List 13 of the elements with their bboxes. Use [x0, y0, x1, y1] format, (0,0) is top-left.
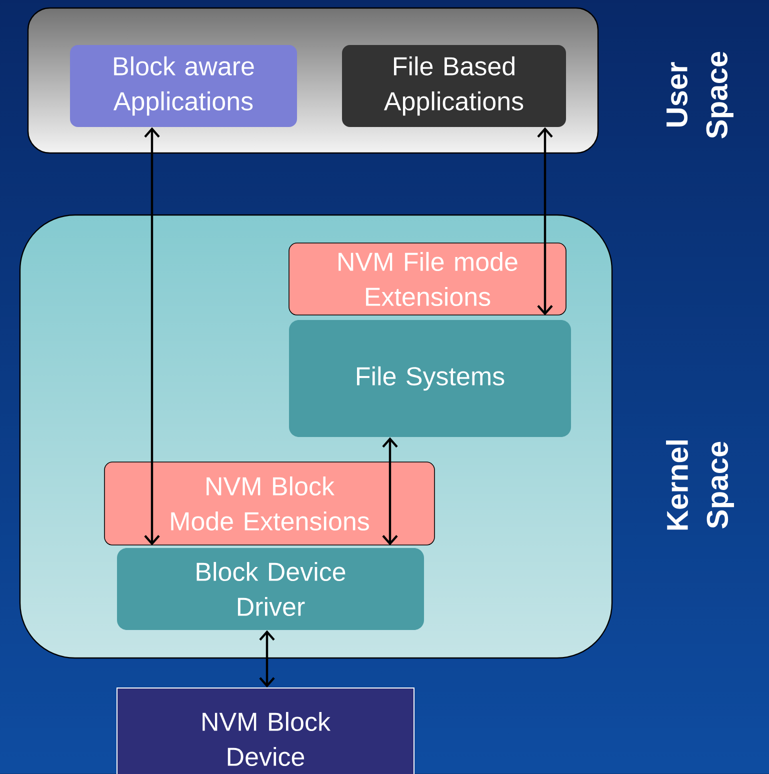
double-arrow: [144, 127, 160, 546]
process-box: File Systems: [289, 320, 571, 437]
process-box: File Based Applications: [342, 45, 566, 127]
process-box: Block Device Driver: [117, 548, 424, 630]
region-label: User Space: [666, 52, 734, 138]
double-arrow: [259, 630, 275, 688]
device-box: NVM Block Device: [116, 688, 414, 774]
process-box: NVM Block Mode Extensions: [104, 462, 435, 546]
process-box: NVM File mode Extensions: [288, 242, 566, 316]
double-arrow: [537, 127, 553, 316]
region-label: Kernel Space: [666, 440, 734, 530]
double-arrow: [382, 437, 398, 546]
process-box: Block aware Applications: [70, 45, 297, 127]
